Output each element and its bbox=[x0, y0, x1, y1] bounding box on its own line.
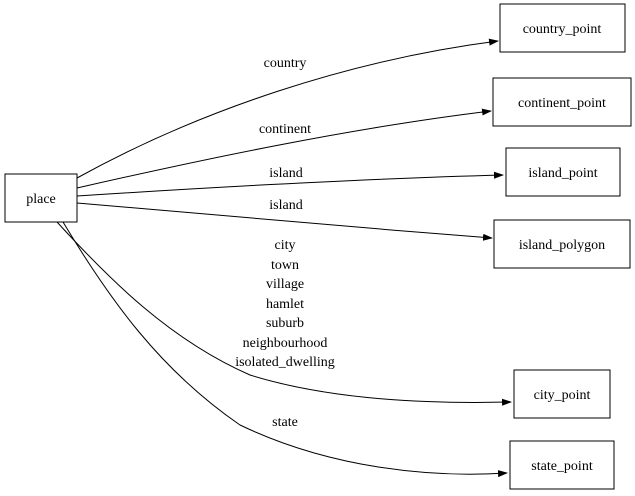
node-state-point-label: state_point bbox=[531, 459, 593, 474]
edge-label-suburb: suburb bbox=[266, 316, 304, 331]
node-city-point-label: city_point bbox=[534, 388, 591, 403]
edge-place-island-polygon bbox=[76, 202, 493, 241]
node-state-point-box bbox=[509, 440, 615, 490]
node-continent-point-label: continent_point bbox=[518, 96, 606, 111]
edge-label-country: country bbox=[264, 56, 307, 71]
node-island-point-box bbox=[505, 147, 621, 197]
edge-place-city-point bbox=[56, 221, 512, 406]
edge-label-island-point: island bbox=[269, 166, 302, 181]
edge-place-island-point bbox=[76, 171, 504, 197]
node-continent-point-box bbox=[492, 77, 632, 127]
node-island-polygon: island_polygon bbox=[493, 219, 631, 269]
node-city-point-box bbox=[513, 369, 611, 419]
edge-label-isolated-dwelling: isolated_dwelling bbox=[235, 355, 335, 370]
edge-label-neighbourhood: neighbourhood bbox=[243, 336, 328, 351]
node-city-point: city_point bbox=[513, 369, 611, 419]
node-place: place bbox=[4, 173, 78, 223]
edge-label-town: town bbox=[271, 258, 299, 273]
node-island-polygon-box bbox=[493, 219, 631, 269]
node-island-point: island_point bbox=[505, 147, 621, 197]
edge-place-continent-point bbox=[76, 108, 492, 189]
edge-label-city-point-group: city town village hamlet suburb neighbou… bbox=[235, 238, 335, 370]
edge-label-continent: continent bbox=[259, 122, 311, 137]
node-island-point-label: island_point bbox=[528, 166, 597, 181]
edge-place-state-point bbox=[62, 221, 508, 478]
node-continent-point: continent_point bbox=[492, 77, 632, 127]
edge-label-state: state bbox=[272, 415, 298, 430]
edge-label-village: village bbox=[266, 277, 304, 292]
edge-label-island-polygon: island bbox=[269, 198, 302, 213]
node-place-label: place bbox=[26, 192, 56, 207]
edge-place-country-point bbox=[76, 38, 499, 179]
node-state-point: state_point bbox=[509, 440, 615, 490]
node-island-polygon-label: island_polygon bbox=[519, 238, 605, 253]
node-place-box bbox=[4, 173, 78, 223]
node-country-point: country_point bbox=[499, 3, 626, 53]
edge-label-hamlet: hamlet bbox=[266, 297, 304, 312]
node-country-point-label: country_point bbox=[523, 22, 602, 37]
node-country-point-box bbox=[499, 3, 626, 53]
edge-label-city: city bbox=[275, 238, 296, 253]
